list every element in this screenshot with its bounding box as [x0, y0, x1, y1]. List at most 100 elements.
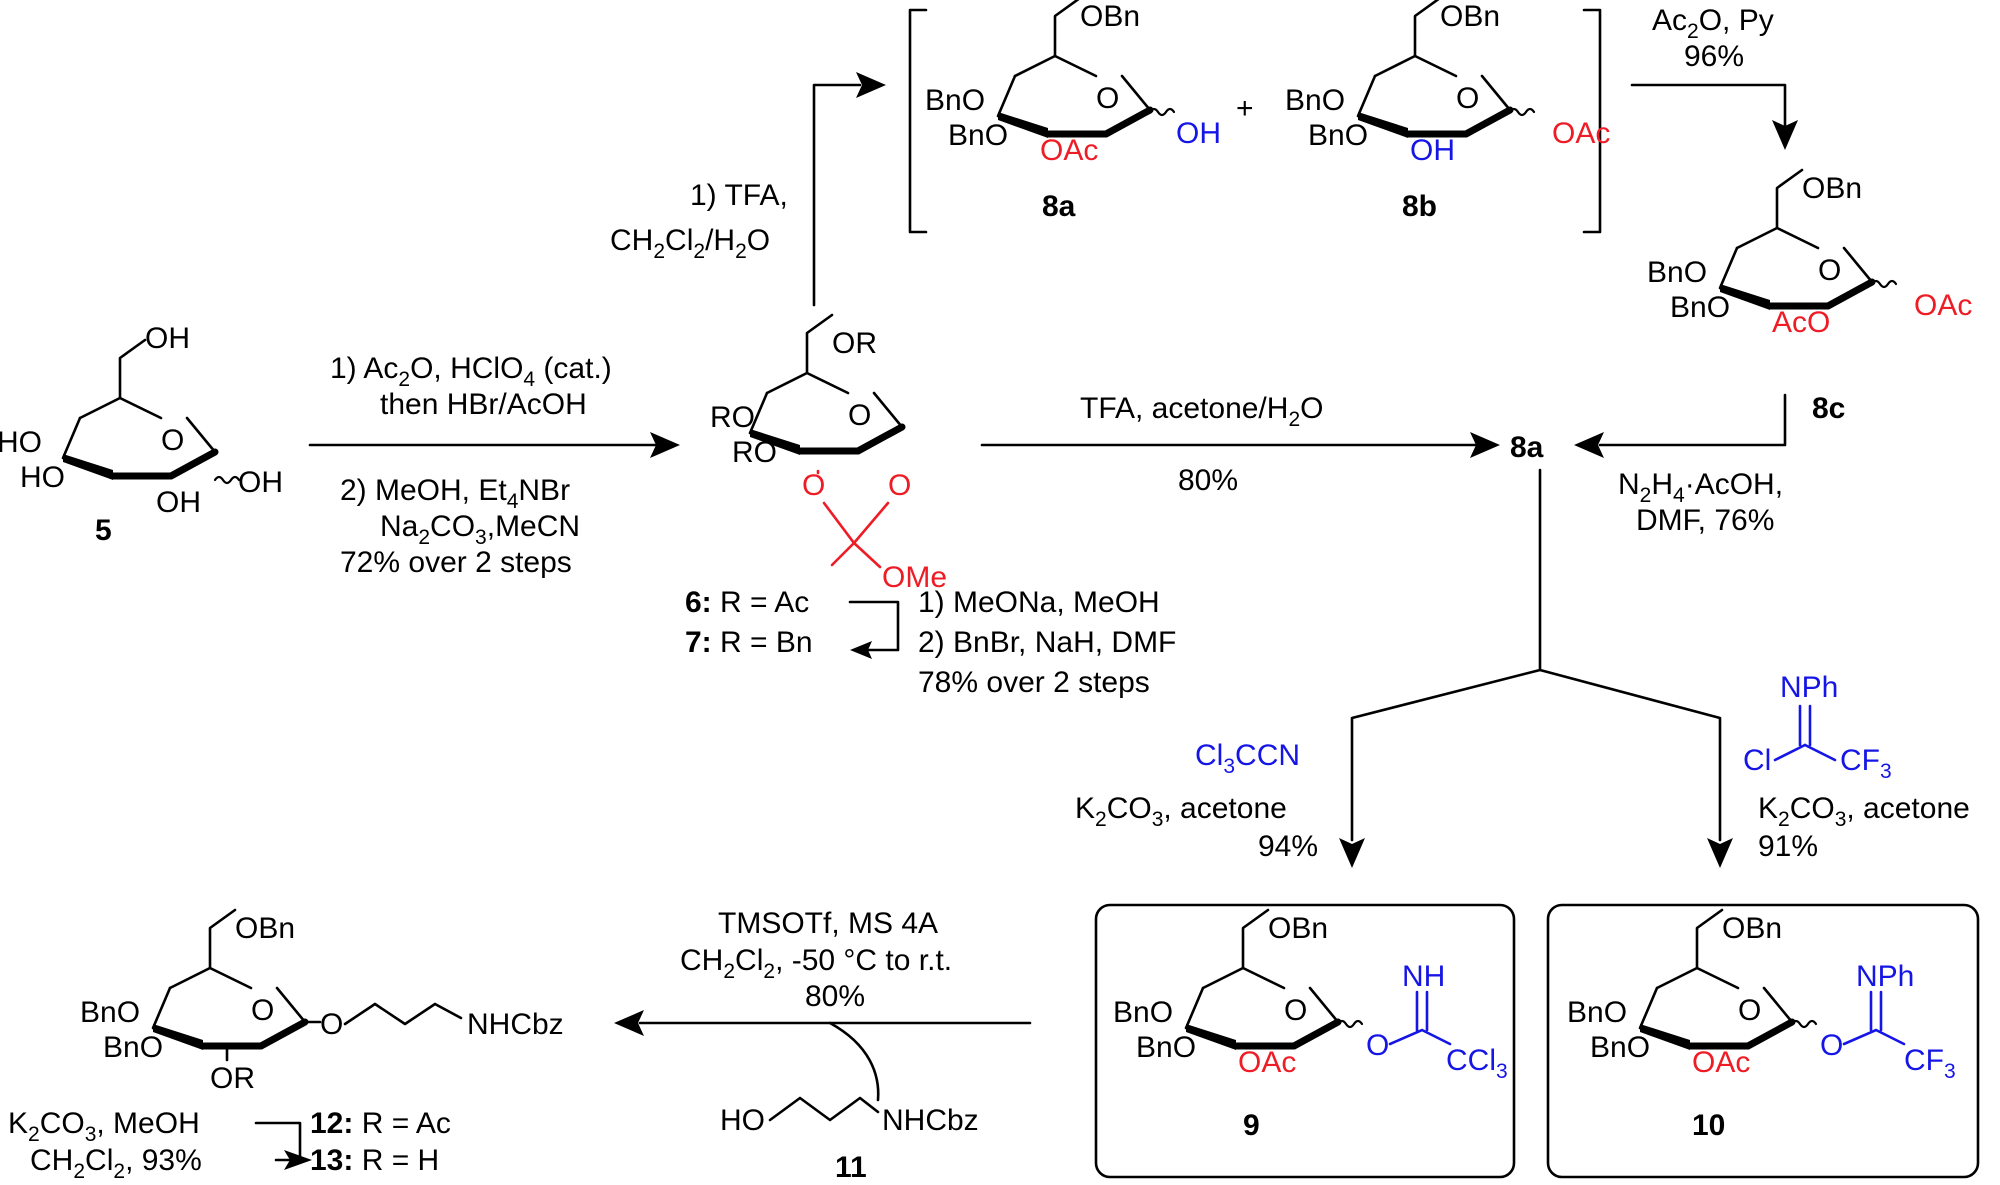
svg-text:O: O — [1366, 1029, 1389, 1062]
svg-text:8c: 8c — [1812, 392, 1845, 425]
svg-text:BnO: BnO — [1113, 996, 1173, 1029]
svg-text:78% over 2 steps: 78% over 2 steps — [918, 666, 1150, 699]
svg-text:8b: 8b — [1402, 190, 1437, 223]
svg-text:BnO: BnO — [1136, 1031, 1196, 1064]
svg-text:CH2Cl2, -50 °C to r.t.: CH2Cl2, -50 °C to r.t. — [680, 944, 952, 983]
svg-text:OAc: OAc — [1552, 117, 1610, 150]
svg-text:CH2Cl2/H2O: CH2Cl2/H2O — [610, 224, 770, 263]
svg-text:O: O — [1820, 1029, 1843, 1062]
svg-text:O: O — [802, 469, 825, 502]
svg-text:2) BnBr, NaH, DMF: 2) BnBr, NaH, DMF — [918, 626, 1176, 659]
svg-text:OBn: OBn — [1722, 912, 1782, 945]
svg-text:11: 11 — [835, 1151, 867, 1184]
svg-text:7: R = Bn: 7: R = Bn — [685, 626, 813, 659]
compound-8a: O OBn BnO BnO OAc OH 8a — [925, 0, 1221, 223]
svg-text:72% over 2 steps: 72% over 2 steps — [340, 546, 572, 579]
svg-text:Ac2O, Py: Ac2O, Py — [1652, 4, 1774, 43]
svg-text:1) MeONa, MeOH: 1) MeONa, MeOH — [918, 586, 1160, 619]
box-compound-9 — [1094, 903, 1516, 1179]
svg-text:NPh: NPh — [1780, 671, 1838, 704]
svg-text:91%: 91% — [1758, 830, 1818, 863]
svg-text:O: O — [320, 1008, 343, 1041]
compound-8c: O OBn BnO BnO AcO OAc 8c — [1647, 170, 1972, 425]
svg-text:CF3: CF3 — [1904, 1044, 1956, 1083]
svg-text:O: O — [1456, 82, 1479, 115]
svg-text:OAc: OAc — [1692, 1046, 1750, 1079]
svg-text:1) Ac2O, HClO4 (cat.): 1) Ac2O, HClO4 (cat.) — [330, 352, 612, 391]
svg-text:1) TFA,: 1) TFA, — [690, 179, 788, 212]
compound-5: OH O OH HO HO OH OH 5 — [0, 322, 283, 547]
svg-text:12: R = Ac: 12: R = Ac — [310, 1107, 451, 1140]
c5-ho3: HO — [20, 461, 65, 494]
svg-text:O: O — [1738, 994, 1761, 1027]
svg-text:CCl3: CCl3 — [1446, 1044, 1508, 1083]
arrow-ac2o: Ac2O, Py 96% — [1630, 4, 1798, 150]
svg-text:K2CO3, MeOH: K2CO3, MeOH — [8, 1107, 200, 1146]
svg-text:OH: OH — [1176, 117, 1221, 150]
svg-text:OBn: OBn — [1080, 0, 1140, 33]
c5-oh2: OH — [156, 486, 201, 519]
svg-text:OBn: OBn — [235, 912, 295, 945]
svg-text:NPh: NPh — [1856, 960, 1914, 993]
compound-6-7-labels: 6: R = Ac 7: R = Bn 1) MeONa, MeOH 2) Bn… — [685, 586, 1176, 699]
svg-text:BnO: BnO — [1670, 291, 1730, 324]
arrow-hydrazine: N2H4·AcOH, DMF, 76% — [1574, 393, 1787, 537]
svg-text:OAc: OAc — [1238, 1046, 1296, 1079]
arrow-acetone: TFA, acetone/H2O 80% — [980, 392, 1500, 497]
svg-text:OR: OR — [832, 327, 877, 360]
svg-text:OBn: OBn — [1440, 0, 1500, 33]
svg-text:94%: 94% — [1258, 830, 1318, 863]
svg-text:BnO: BnO — [80, 996, 140, 1029]
svg-text:8a: 8a — [1042, 190, 1076, 223]
svg-text:OR: OR — [210, 1062, 255, 1095]
compound-12-13: O OBn BnO BnO OR O NHCbz — [80, 910, 564, 1095]
compound-10: O OBn BnO BnO OAc O NPh CF3 10 — [1567, 910, 1956, 1142]
c5-ho4: HO — [0, 426, 42, 459]
svg-text:BnO: BnO — [1647, 256, 1707, 289]
svg-text:9: 9 — [1243, 1109, 1260, 1142]
conditions-step10: NPh Cl CF3 K2CO3, acetone 91% — [1743, 671, 1970, 863]
svg-text:OH: OH — [1410, 134, 1455, 167]
svg-text:DMF, 76%: DMF, 76% — [1636, 504, 1774, 537]
svg-text:OBn: OBn — [1802, 172, 1862, 205]
svg-text:K2CO3, acetone: K2CO3, acetone — [1075, 792, 1287, 831]
plus-sign: + — [1236, 92, 1254, 125]
svg-text:NHCbz: NHCbz — [882, 1104, 979, 1137]
svg-text:Cl3CCN: Cl3CCN — [1195, 739, 1300, 778]
c5-label: 5 — [95, 514, 112, 547]
svg-text:CH2Cl2, 93%: CH2Cl2, 93% — [30, 1144, 202, 1183]
svg-text:13: R = H: 13: R = H — [310, 1144, 439, 1177]
arrow-branch — [1339, 468, 1733, 868]
svg-text:AcO: AcO — [1772, 306, 1830, 339]
svg-text:NHCbz: NHCbz — [467, 1008, 564, 1041]
svg-text:HO: HO — [720, 1104, 765, 1137]
svg-text:Na2CO3,MeCN: Na2CO3,MeCN — [380, 510, 580, 549]
svg-text:CF3: CF3 — [1840, 744, 1892, 783]
svg-text:TMSOTf, MS 4A: TMSOTf, MS 4A — [718, 907, 938, 940]
svg-text:OAc: OAc — [1040, 134, 1098, 167]
svg-text:NH: NH — [1402, 960, 1445, 993]
bracket-left — [908, 8, 928, 234]
svg-text:BnO: BnO — [103, 1031, 163, 1064]
svg-text:BnO: BnO — [1308, 119, 1368, 152]
arrow-step1 — [308, 432, 680, 458]
svg-text:BnO: BnO — [925, 84, 985, 117]
svg-text:O: O — [848, 399, 871, 432]
compound-9: O OBn BnO BnO OAc O NH CCl3 9 — [1113, 910, 1508, 1142]
c5-oh1: OH — [238, 466, 283, 499]
svg-text:O: O — [251, 994, 274, 1027]
c5-ring-o: O — [161, 424, 184, 457]
arrow-tfa-branch: 1) TFA, CH2Cl2/H2O — [610, 72, 886, 307]
compound-11: HO NHCbz 11 — [720, 1096, 979, 1184]
arrow-glycosylation: TMSOTf, MS 4A CH2Cl2, -50 °C to r.t. 80% — [614, 907, 1032, 1102]
svg-text:then HBr/AcOH: then HBr/AcOH — [380, 388, 587, 421]
svg-text:N2H4·AcOH,: N2H4·AcOH, — [1618, 468, 1783, 507]
svg-text:96%: 96% — [1684, 40, 1744, 73]
svg-text:TFA, acetone/H2O: TFA, acetone/H2O — [1080, 392, 1323, 431]
svg-text:BnO: BnO — [1285, 84, 1345, 117]
svg-text:OBn: OBn — [1268, 912, 1328, 945]
svg-text:O: O — [1818, 254, 1841, 287]
svg-text:10: 10 — [1692, 1109, 1725, 1142]
svg-text:K2CO3, acetone: K2CO3, acetone — [1758, 792, 1970, 831]
